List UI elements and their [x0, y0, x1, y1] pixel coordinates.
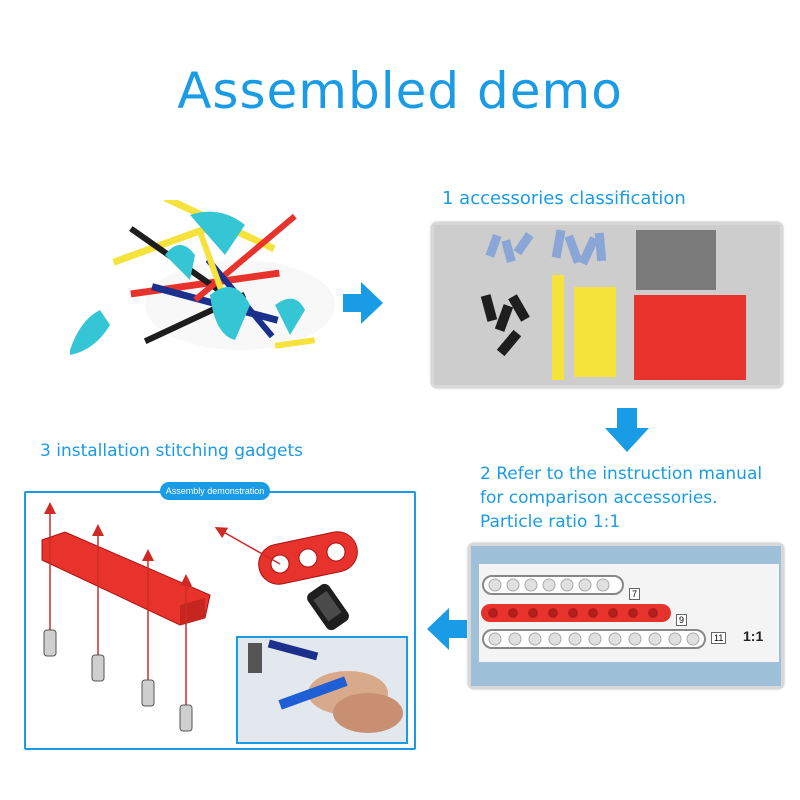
arrow-left-icon [427, 608, 467, 650]
step2-caption: 2 Refer to the instruction manual for co… [480, 464, 763, 532]
manual-comparison-shapes [471, 546, 781, 686]
assembly-demo-badge: Assembly demonstration [160, 482, 270, 500]
beam-label-11: 11 [711, 632, 727, 644]
sorted-parts-photo [431, 222, 783, 388]
arrow-down-icon [605, 408, 649, 452]
assembly-inset-photo [236, 636, 408, 744]
long-red-beam [41, 531, 211, 626]
step3-caption: 3 installation stitching gadgets [40, 441, 303, 461]
arrow-right-icon [343, 282, 383, 324]
hand-pin-shapes [238, 638, 406, 742]
page-title: Assembled demo [177, 62, 623, 120]
step1-caption: 1 accessories classification [442, 188, 686, 209]
beam-label-9: 9 [676, 614, 688, 626]
manual-comparison-photo: 7 9 11 1:1 [468, 543, 784, 689]
parts-pile-shapes [70, 200, 335, 355]
beam-label-7: 7 [629, 588, 641, 600]
parts-pile-image [70, 200, 335, 355]
ratio-label: 1:1 [743, 628, 764, 644]
assembly-diagram [41, 502, 358, 732]
black-pin [307, 583, 349, 631]
sorted-parts-shapes [434, 225, 780, 385]
